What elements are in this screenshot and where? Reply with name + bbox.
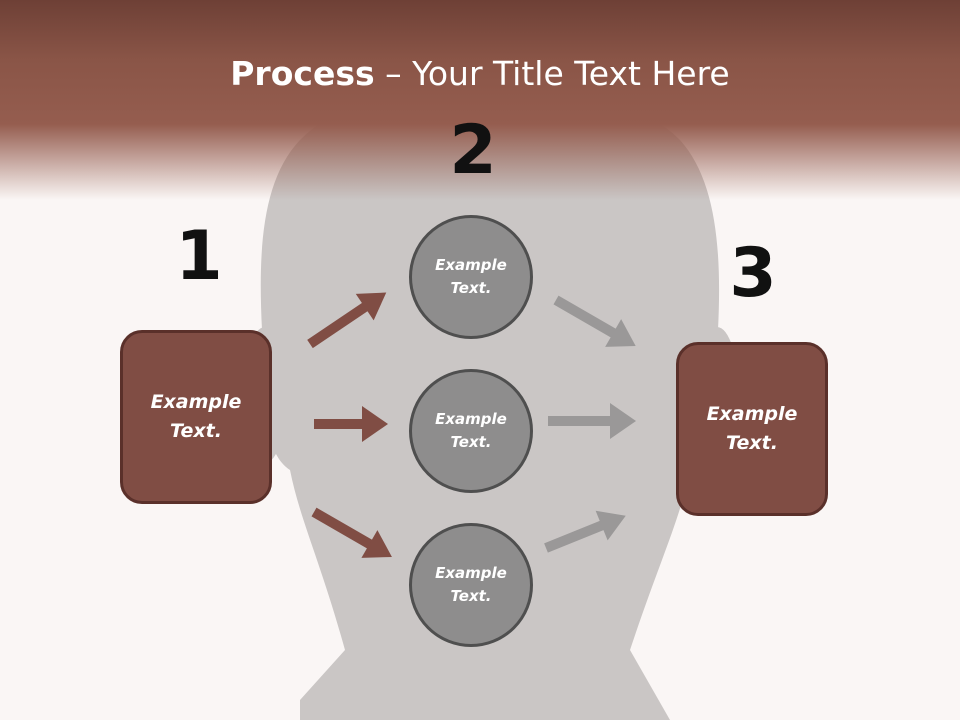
- title-rest: – Your Title Text Here: [374, 54, 730, 93]
- circle-bottom-text: Example Text.: [435, 564, 507, 605]
- arrow-right-up: [553, 295, 636, 347]
- arrow-left-middle: [314, 406, 388, 442]
- arrow-right-middle: [548, 403, 636, 439]
- circle-middle: Example Text.: [409, 369, 533, 493]
- step-number-2: 2: [449, 111, 497, 190]
- circle-top: Example Text.: [409, 215, 533, 339]
- circle-bottom: Example Text.: [409, 523, 533, 647]
- header-band: [0, 0, 960, 200]
- left-box-text: Example Text.: [150, 391, 242, 442]
- right-box: Example Text.: [676, 342, 828, 516]
- circle-middle-text: Example Text.: [435, 410, 507, 451]
- right-box-text: Example Text.: [706, 403, 798, 454]
- title-strong: Process: [230, 54, 375, 93]
- arrow-left-up: [307, 292, 387, 349]
- arrow-right-down: [544, 510, 626, 553]
- step-number-1: 1: [175, 217, 223, 296]
- left-box: Example Text.: [120, 330, 272, 504]
- arrow-left-down: [311, 507, 392, 558]
- circle-top-text: Example Text.: [435, 256, 507, 297]
- slide-title: Process – Your Title Text Here: [0, 52, 960, 96]
- step-number-3: 3: [729, 234, 777, 313]
